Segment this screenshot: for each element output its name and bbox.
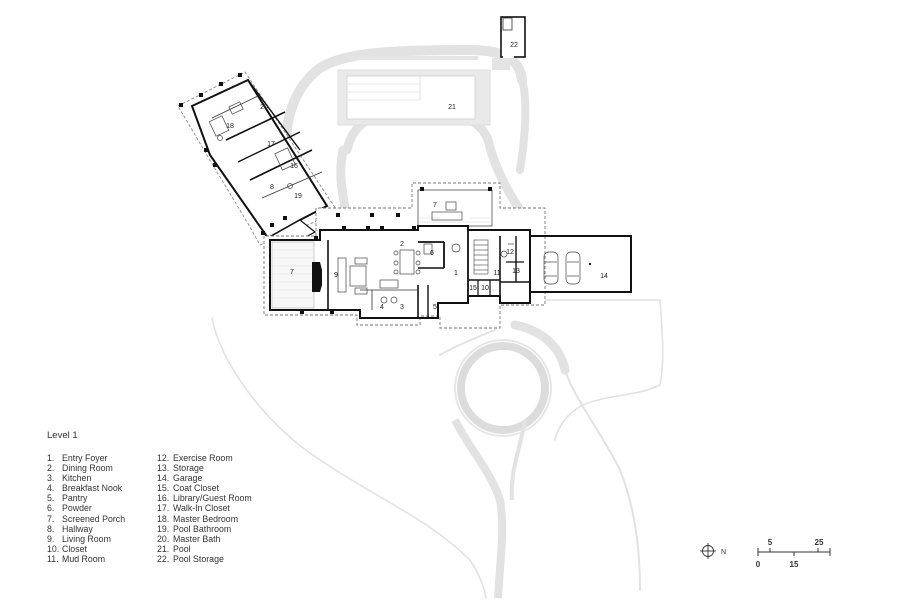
legend-item: 4.Breakfast Nook: [47, 483, 123, 494]
legend-item: 8.Hallway: [47, 523, 93, 534]
legend-item: 5.Pantry: [47, 493, 88, 504]
north-label: N: [721, 549, 726, 556]
room-label: 11: [493, 270, 500, 277]
room-label: 3: [400, 304, 404, 311]
level-title: Level 1: [47, 430, 78, 441]
room-label: 8: [270, 184, 274, 191]
room-label: 19: [294, 193, 302, 200]
room-label: 18: [226, 123, 234, 130]
legend-item: 6.Powder: [47, 503, 92, 514]
room-labels: 21 22 20 18 17 16 19 8 7 7 9 2 6 1 4 3 4…: [226, 42, 608, 311]
legend-item: 2.Dining Room: [47, 463, 113, 474]
legend-item: 19.Pool Bathroom: [157, 523, 232, 534]
legend-item: 3.Kitchen: [47, 473, 92, 484]
legend-left: 1.Entry Foyer 2.Dining Room 3.Kitchen 4.…: [47, 453, 125, 564]
legend-item: 22.Pool Storage: [157, 553, 224, 564]
room-label: 13: [512, 268, 520, 275]
legend-item: 9.Living Room: [47, 533, 111, 544]
room-label: 16: [290, 163, 298, 170]
pool-storage: [500, 16, 526, 58]
legend-item: 14.Garage: [157, 473, 203, 484]
room-label: 5: [433, 304, 437, 311]
room-label: 6: [430, 250, 434, 257]
room-label: 2: [400, 241, 404, 248]
scale-label-25: 25: [815, 538, 824, 547]
scale-label-0: 0: [756, 560, 761, 569]
room-label: 9: [334, 272, 338, 279]
north-arrow: N: [700, 543, 726, 559]
room-label: 7: [433, 202, 437, 209]
room-label: 22: [510, 42, 518, 49]
scale-label-5: 5: [768, 538, 773, 547]
legend-item: 13.Storage: [157, 463, 204, 474]
legend-item: 7.Screened Porch: [47, 513, 126, 524]
room-label: 1: [454, 270, 458, 277]
scale-label-15: 15: [790, 560, 799, 569]
room-label: 17: [267, 141, 275, 148]
scale-bar: 5 25 0 15: [756, 538, 831, 569]
legend-item: 21.Pool: [157, 543, 191, 554]
legend-item: 12.Exercise Room: [157, 453, 233, 463]
legend-item: 11.Mud Room: [47, 553, 106, 564]
legend-item: 20.Master Bath: [157, 533, 221, 544]
legend-right: 12.Exercise Room 13.Storage 14.Garage 15…: [157, 453, 252, 564]
room-label: 4: [380, 304, 384, 311]
legend-item: 18.Master Bedroom: [157, 513, 239, 524]
bedroom-wing: [177, 71, 339, 246]
room-label: 12: [506, 249, 514, 256]
main-house: [263, 182, 632, 329]
legend-item: 17.Walk-In Closet: [157, 503, 230, 514]
circular-terrace: [457, 342, 549, 434]
room-label: 14: [600, 273, 608, 280]
room-label: 7: [290, 269, 294, 276]
legend-item: 16.Library/Guest Room: [157, 493, 252, 504]
room-label: 21: [448, 104, 456, 111]
room-label: 20: [260, 104, 268, 111]
legend-item: 15.Coat Closet: [157, 483, 219, 494]
pool: [346, 75, 476, 120]
room-label: 15: [469, 285, 477, 292]
legend-item: 10.Closet: [47, 543, 87, 554]
room-label: 10: [481, 285, 489, 292]
legend-item: 1.Entry Foyer: [47, 453, 108, 463]
